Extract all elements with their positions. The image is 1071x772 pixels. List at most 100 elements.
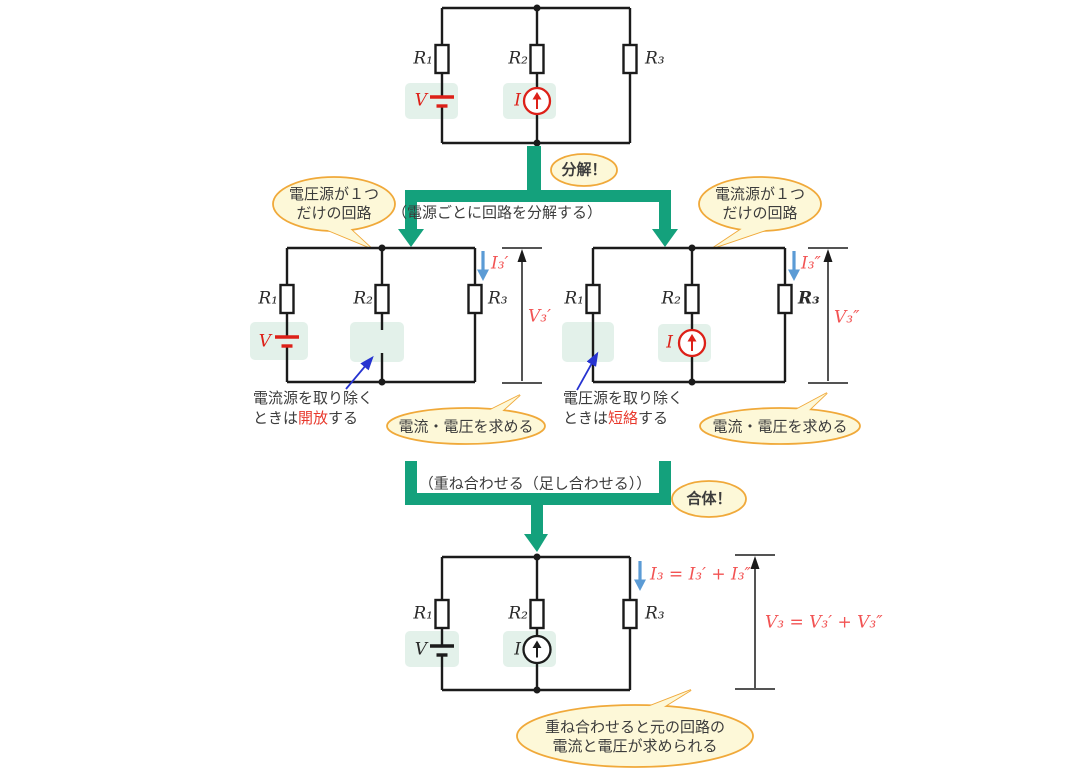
current-direction-arrowhead bbox=[634, 579, 646, 591]
decompose-arrow bbox=[398, 146, 678, 247]
result-bubble-text: 重ね合わせると元の回路の 電流と電圧が求められる bbox=[545, 718, 725, 756]
short-highlight bbox=[562, 322, 614, 362]
result-bubble-line2: 電流と電圧が求められる bbox=[552, 738, 718, 755]
measurement-up-arrowhead bbox=[517, 249, 527, 262]
left-r2-label: R₂ bbox=[353, 288, 373, 309]
result-i3-equation: I₃ = I₃′ + I₃″ bbox=[650, 564, 751, 585]
resistor-r3 bbox=[777, 283, 793, 315]
junction-dot bbox=[533, 139, 541, 147]
current-only-circuit bbox=[562, 244, 848, 391]
decompose-badge: 分解！ bbox=[561, 161, 607, 179]
measurement-up-arrowhead bbox=[823, 249, 833, 262]
left-note-line2: ときは開放する bbox=[253, 410, 359, 427]
junction-dot bbox=[378, 244, 386, 252]
voltage-bubble-text: 電圧源が１つ だけの回路 bbox=[289, 185, 379, 223]
result-bubble-line1: 重ね合わせると元の回路の bbox=[544, 719, 726, 736]
top-i-label: I bbox=[514, 90, 521, 111]
right-note-line1: 電圧源を取り除く bbox=[563, 390, 684, 407]
resistor-r3 bbox=[622, 43, 638, 75]
current-direction-arrowhead bbox=[788, 269, 800, 281]
result-v3-equation: V₃ = V₃′ + V₃″ bbox=[765, 612, 883, 633]
top-v-label: V bbox=[414, 90, 427, 111]
top-circuit bbox=[405, 4, 638, 147]
left-solve-bubble-text: 電流・電圧を求める bbox=[398, 418, 534, 436]
left-note: 電流源を取り除く ときは開放する bbox=[253, 389, 373, 429]
right-solve-bubble-text: 電流・電圧を求める bbox=[712, 418, 848, 436]
top-r2-label: R₂ bbox=[508, 48, 528, 69]
current-bubble-text: 電流源が１つ だけの回路 bbox=[715, 185, 805, 223]
result-v-label: V bbox=[414, 639, 427, 660]
result-r2-label: R₂ bbox=[508, 603, 528, 624]
current-bubble bbox=[698, 176, 822, 249]
top-r1-label: R₁ bbox=[413, 48, 433, 69]
left-v3-label: V₃′ bbox=[528, 306, 551, 327]
open-gap-pointer-arrow bbox=[345, 355, 374, 390]
resistor-r2 bbox=[529, 598, 545, 630]
left-v-label: V bbox=[258, 331, 271, 352]
junction-dot bbox=[533, 553, 541, 561]
resistor-r1 bbox=[434, 598, 450, 630]
v3-measurement bbox=[735, 554, 775, 690]
decompose-badge-bubble bbox=[550, 153, 618, 187]
combine-badge: 合体！ bbox=[686, 490, 732, 508]
resistor-r1 bbox=[585, 283, 601, 315]
left-i3-label: I₃′ bbox=[491, 253, 509, 274]
current-direction-arrowhead bbox=[477, 269, 489, 281]
junction-dot bbox=[533, 4, 541, 12]
voltage-source-highlight bbox=[250, 322, 308, 360]
current-source-arrowhead bbox=[532, 640, 542, 648]
measurement-up-arrowhead bbox=[750, 556, 760, 569]
resistor-r3 bbox=[467, 283, 483, 315]
right-i3-label: I₃″ bbox=[801, 253, 821, 274]
left-r1-label: R₁ bbox=[258, 288, 278, 309]
circuit-wires bbox=[285, 246, 477, 384]
right-note-line2: ときは短絡する bbox=[563, 410, 669, 427]
junction-dot bbox=[378, 378, 386, 386]
voltage-source-highlight bbox=[405, 631, 459, 667]
right-r2-label: R₂ bbox=[661, 288, 681, 309]
voltage-only-circuit bbox=[250, 244, 542, 390]
solve-bubble-left bbox=[386, 394, 546, 445]
current-source-arrowhead bbox=[532, 92, 542, 100]
voltage-bubble bbox=[272, 176, 396, 249]
voltage-bubble-line1: 電圧源が１つ bbox=[288, 186, 380, 203]
current-bubble-line1: 電流源が１つ bbox=[714, 186, 806, 203]
resistor-r1 bbox=[279, 283, 295, 315]
resistor-r2 bbox=[374, 283, 390, 315]
combine-arrow bbox=[405, 461, 671, 552]
junction-dot bbox=[688, 378, 696, 386]
short-pointer-arrow bbox=[576, 351, 599, 391]
decompose-caption: （電源ごとに回路を分解する） bbox=[391, 204, 603, 222]
right-r1-label: R₁ bbox=[564, 288, 584, 309]
result-bubble bbox=[516, 689, 754, 768]
voltage-bubble-line2: だけの回路 bbox=[296, 205, 372, 222]
voltage-source-highlight bbox=[405, 83, 458, 119]
right-i-label: I bbox=[666, 332, 673, 353]
solve-bubble-right bbox=[699, 392, 861, 445]
resistor-r1 bbox=[434, 43, 450, 75]
left-r3-label: R₃ bbox=[488, 288, 508, 309]
result-circuit bbox=[405, 553, 775, 694]
open-gap-highlight bbox=[350, 322, 404, 362]
junction-dot bbox=[533, 686, 541, 694]
current-source-arrowhead bbox=[687, 334, 697, 342]
result-r3-label: R₃ bbox=[645, 603, 665, 624]
resistor-r2 bbox=[684, 283, 700, 315]
v3-measurement bbox=[502, 247, 542, 384]
resistor-r2 bbox=[529, 43, 545, 75]
current-bubble-line2: だけの回路 bbox=[722, 205, 798, 222]
v3-measurement bbox=[808, 247, 848, 384]
right-r3-label: R₃ bbox=[798, 288, 820, 309]
resistor-r3 bbox=[622, 598, 638, 630]
left-note-line1: 電流源を取り除く bbox=[253, 390, 374, 407]
result-i-label: I bbox=[514, 639, 521, 660]
result-r1-label: R₁ bbox=[413, 603, 433, 624]
combine-badge-bubble bbox=[671, 480, 747, 518]
top-r3-label: R₃ bbox=[645, 48, 665, 69]
right-v3-label: V₃″ bbox=[834, 307, 860, 328]
right-note: 電圧源を取り除く ときは短絡する bbox=[563, 389, 683, 429]
junction-dot bbox=[688, 244, 696, 252]
combine-caption: （重ね合わせる（足し合わせる）） bbox=[418, 475, 652, 493]
